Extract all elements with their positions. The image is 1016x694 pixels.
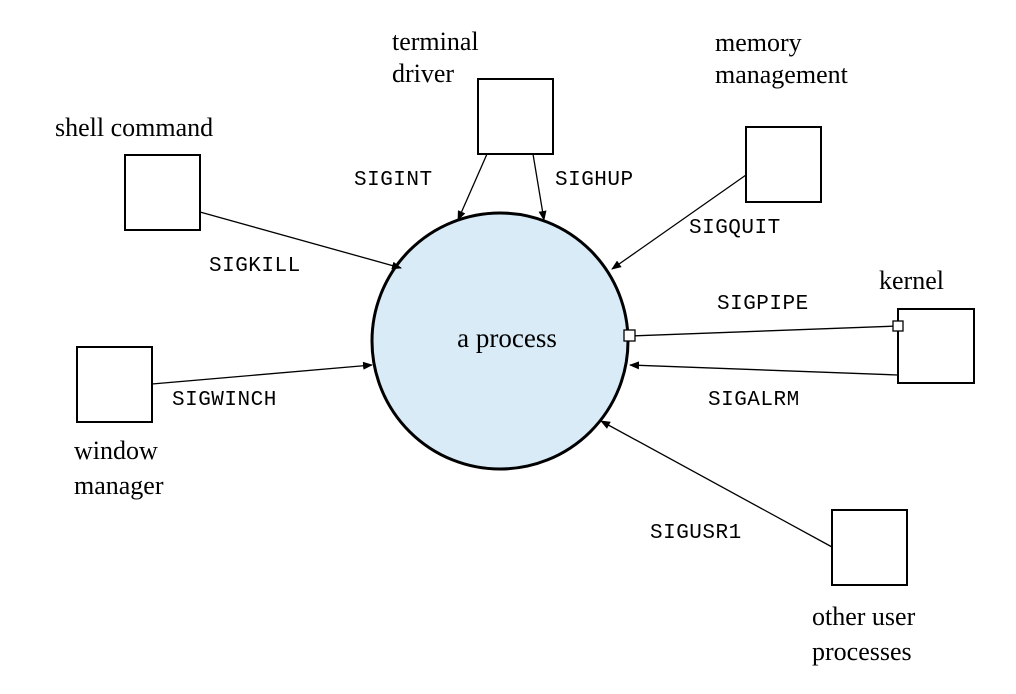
sighup-arrow (532, 153, 547, 221)
sigint-arrow (457, 153, 488, 221)
sigpipe-port-process (623, 329, 636, 342)
sigquit-label: SIGQUIT (689, 217, 781, 240)
shell-command-box (124, 154, 201, 231)
sigwinch-arrow (151, 361, 373, 385)
sigusr1-arrow (600, 420, 833, 548)
terminal-driver-box (477, 78, 554, 155)
sigint-label: SIGINT (354, 169, 433, 192)
sigquit-arrow (611, 174, 747, 270)
window-manager-box (76, 346, 153, 423)
sighup-label: SIGHUP (555, 169, 634, 192)
sigalrm-label: SIGALRM (708, 389, 800, 412)
sigkill-label: SIGKILL (209, 255, 301, 278)
sigalrm-arrow (629, 361, 899, 376)
sigpipe-port-kernel (892, 320, 904, 332)
sigwinch-label: SIGWINCH (172, 389, 277, 412)
sigusr1-label: SIGUSR1 (650, 522, 742, 545)
process-label: a process (457, 323, 557, 353)
memory-management-box (745, 126, 822, 203)
other-user-processes-label: other user processes (812, 602, 922, 666)
sigkill-arrow (199, 211, 402, 270)
shell-command-label: shell command (55, 113, 213, 142)
sigpipe-connector (629, 325, 899, 337)
kernel-box (897, 308, 975, 384)
terminal-driver-label: terminal driver (392, 27, 485, 88)
kernel-label: kernel (879, 266, 944, 295)
other-user-processes-box (831, 509, 908, 586)
memory-management-label: memory management (715, 28, 849, 89)
window-manager-label: window manager (74, 436, 164, 500)
sigpipe-label: SIGPIPE (717, 293, 809, 316)
